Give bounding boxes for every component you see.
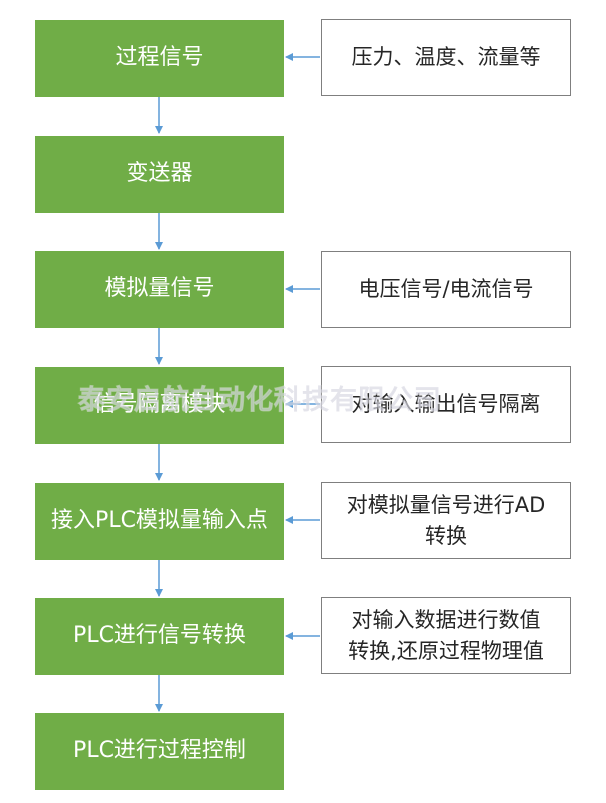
step-label: PLC进行信号转换: [73, 623, 246, 649]
step-label: 模拟量信号: [104, 276, 215, 302]
step-label: 变送器: [126, 161, 193, 187]
step-process-signal: 过程信号: [35, 20, 284, 97]
step-label: 信号隔离模块: [93, 392, 226, 418]
step-analog-signal: 模拟量信号: [35, 251, 284, 328]
note-process-signal: 压力、温度、流量等: [321, 19, 571, 96]
note-isolation: 对输入输出信号隔离: [321, 366, 571, 443]
note-text: 压力、温度、流量等: [351, 45, 541, 70]
step-plc-analog-input: 接入PLC模拟量输入点: [35, 483, 284, 560]
note-text: 对模拟量信号进行AD 转换: [346, 493, 546, 548]
note-text: 对输入数据进行数值 转换,还原过程物理值: [348, 608, 544, 663]
note-text: 对输入输出信号隔离: [351, 392, 541, 417]
note-plc-convert: 对输入数据进行数值 转换,还原过程物理值: [321, 597, 571, 674]
step-label: 接入PLC模拟量输入点: [51, 508, 268, 534]
step-plc-control: PLC进行过程控制: [35, 713, 284, 790]
note-analog-signal: 电压信号/电流信号: [321, 251, 571, 328]
note-text: 电压信号/电流信号: [358, 277, 534, 302]
step-plc-conversion: PLC进行信号转换: [35, 598, 284, 675]
step-transmitter: 变送器: [35, 136, 284, 213]
step-isolation-module: 信号隔离模块: [35, 367, 284, 444]
note-plc-input: 对模拟量信号进行AD 转换: [321, 482, 571, 559]
watermark: 泰安启航自动化科技有限公司: [78, 385, 442, 417]
step-label: 过程信号: [115, 45, 204, 71]
step-label: PLC进行过程控制: [73, 738, 246, 764]
